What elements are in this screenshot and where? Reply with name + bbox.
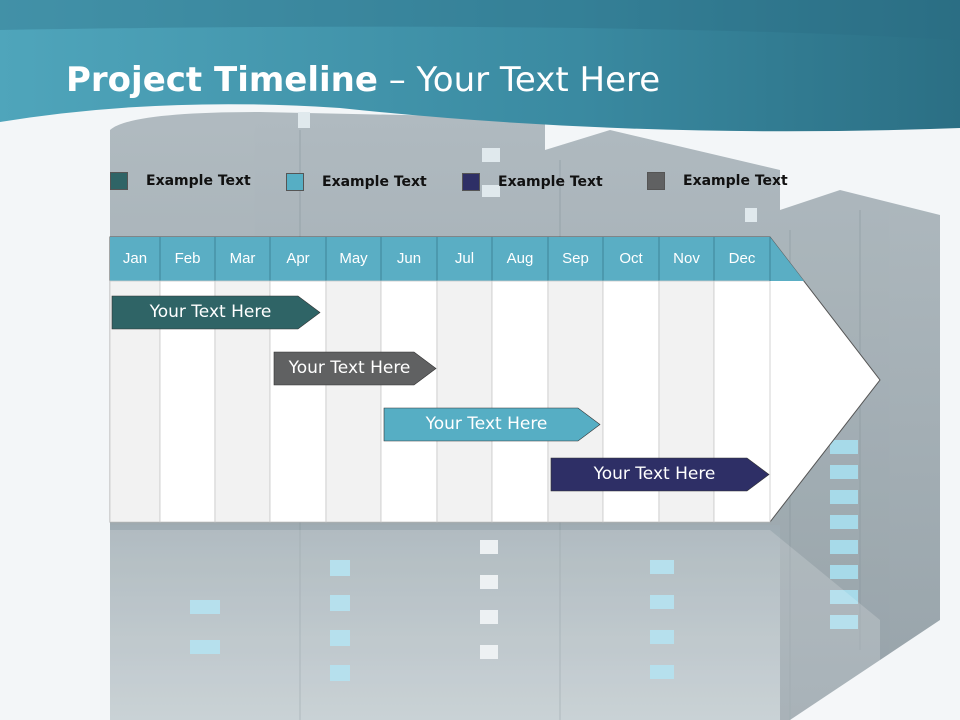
month-label-sep: Sep	[562, 250, 589, 267]
task-bar-2	[273, 351, 437, 386]
task-bar-1	[111, 295, 321, 330]
task-bar-label-4: Your Text Here	[593, 464, 716, 484]
month-label-aug: Aug	[506, 250, 534, 267]
month-column-jun	[380, 280, 438, 523]
month-label-apr: Apr	[286, 250, 310, 267]
legend-label: Example Text	[498, 174, 603, 190]
legend-item-3: Example Text	[462, 171, 603, 193]
legend-item-2: Example Text	[286, 171, 427, 193]
month-label-nov: Nov	[673, 250, 700, 267]
month-label-mar: Mar	[229, 250, 256, 267]
month-column-jul	[436, 280, 493, 523]
legend-swatch	[110, 172, 128, 190]
month-label-may: May	[339, 250, 368, 267]
month-column-may	[325, 280, 382, 523]
month-label-jan: Jan	[122, 250, 148, 267]
task-bar-label-1: Your Text Here	[149, 302, 272, 322]
legend-swatch	[286, 173, 304, 191]
legend-label: Example Text	[146, 173, 251, 189]
task-bar-label-3: Your Text Here	[425, 414, 548, 434]
legend-label: Example Text	[683, 173, 788, 189]
page-title: Project Timeline – Your Text Here	[66, 60, 660, 100]
month-label-jun: Jun	[396, 250, 422, 267]
legend-swatch	[647, 172, 665, 190]
legend-swatch	[462, 173, 480, 191]
legend-item-4: Example Text	[647, 170, 788, 192]
month-label-oct: Oct	[619, 250, 643, 267]
task-bar-4	[550, 457, 770, 492]
title-banner	[0, 0, 960, 132]
task-bars	[111, 295, 770, 492]
title-rest: – Your Text Here	[377, 60, 661, 100]
month-label-jul: Jul	[454, 250, 475, 267]
month-label-feb: Feb	[174, 250, 201, 267]
title-bold: Project Timeline	[66, 60, 378, 100]
legend-label: Example Text	[322, 174, 427, 190]
month-column-aug	[491, 280, 549, 523]
legend-item-1: Example Text	[110, 170, 251, 192]
month-header-band	[110, 237, 804, 281]
month-label-dec: Dec	[728, 250, 756, 267]
task-bar-label-2: Your Text Here	[288, 358, 411, 378]
task-bar-3	[383, 407, 601, 442]
